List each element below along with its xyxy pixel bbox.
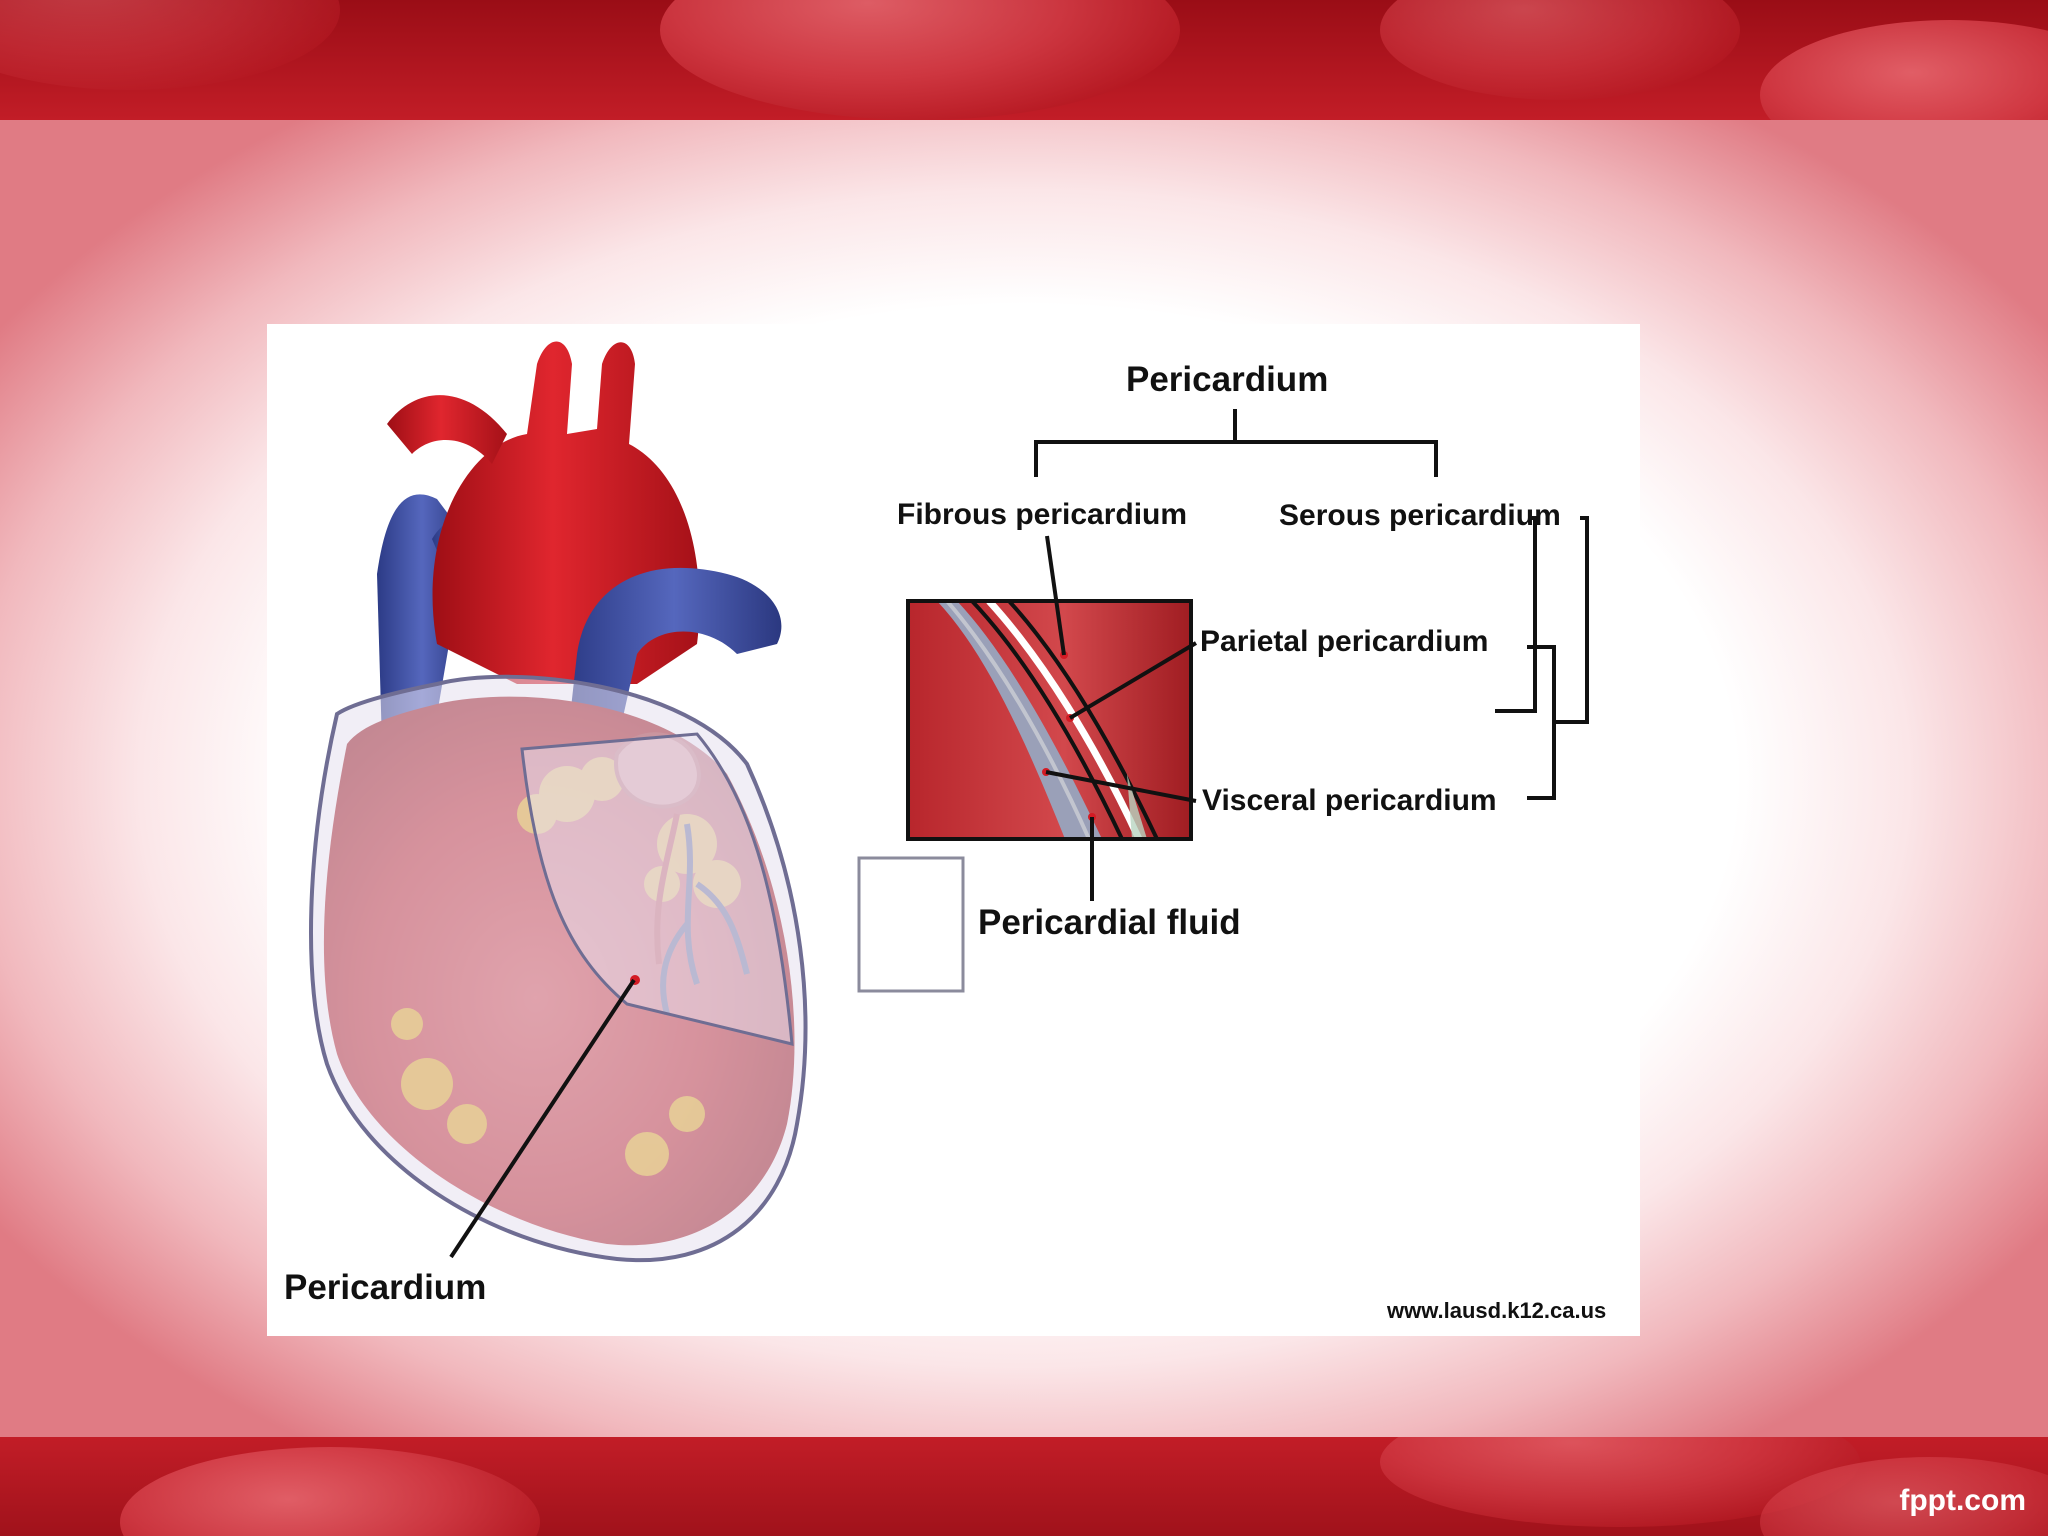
pericardium-title: Pericardium [1126,360,1329,399]
serous-pericardium-label: Serous pericardium [1279,499,1561,532]
decorative-blob [1760,20,2048,120]
parietal-pericardium-label: Parietal pericardium [1200,625,1489,658]
pericardial-fluid-label: Pericardial fluid [978,903,1241,942]
decorative-blob [660,0,1180,120]
pericardium-cut-flap [520,732,794,1046]
decorative-blob [1380,0,1740,100]
source-credit: www.lausd.k12.ca.us [1387,1298,1607,1323]
heart-illustration [309,341,965,1263]
heart-pericardium-label: Pericardium [284,1268,487,1307]
slide-content-panel: Pericardium Fibrous pericardium Serous p… [0,120,2048,1437]
slide-bottom-banner: fppt.com [0,1437,2048,1536]
zoom-region-box [857,856,965,993]
slide-top-banner [0,0,2048,120]
decorative-blob [120,1447,540,1536]
diagram-artwork [309,341,1589,1263]
pericardium-diagram: Pericardium Fibrous pericardium Serous p… [267,324,1640,1336]
visceral-pericardium-label: Visceral pericardium [1202,784,1497,817]
aortic-arch-highlight [387,395,507,464]
decorative-blob [0,0,340,90]
pericardium-layers-inset [906,598,1193,841]
label-leader-lines [449,409,1589,1259]
fibrous-pericardium-label: Fibrous pericardium [897,498,1188,531]
fppt-watermark: fppt.com [1899,1484,2026,1517]
